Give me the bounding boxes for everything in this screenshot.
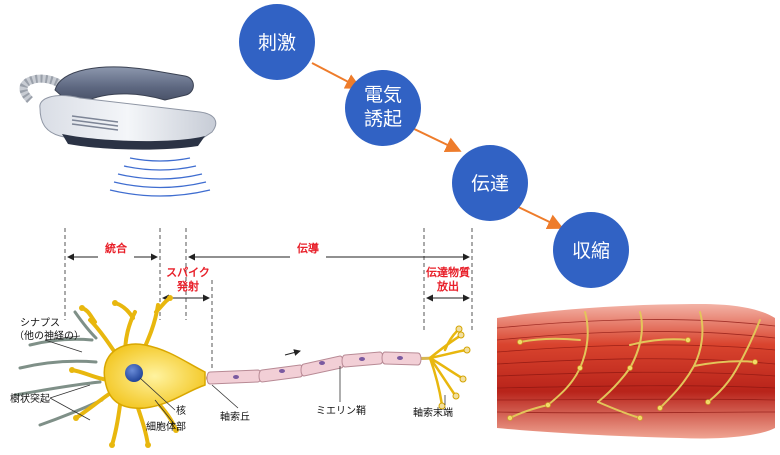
soma	[103, 343, 206, 409]
flow-circle-electric	[345, 70, 421, 146]
neuron-labels: シナプス （他の神経の） 樹状突起 核 細胞体部 軸索丘 ミエリン鞘 軸索末端	[10, 317, 453, 433]
flow-arrow-1	[311, 62, 362, 89]
transmitter-label-line1: 伝達物質	[426, 265, 470, 279]
bracket-integration: 統合	[105, 241, 128, 255]
bracket-conduction: 伝導	[297, 241, 319, 255]
flow-label-transmission: 伝達	[471, 173, 509, 195]
transmitter-label-line2: 放出	[436, 279, 459, 293]
label-synapse-line1: シナプス	[20, 317, 60, 329]
label-nucleus: 核	[176, 404, 186, 417]
flow-circle-transmission	[452, 145, 528, 221]
label-axon-terminal: 軸索末端	[413, 406, 453, 419]
flow-label-electric-line1: 電気	[364, 84, 402, 106]
flow-diagram: 刺激 電気 誘起 伝達 収縮	[239, 4, 629, 288]
label-axon-hillock: 軸索丘	[220, 410, 250, 423]
label-dendrite: 樹状突起	[10, 392, 50, 405]
neuron-brackets: 統合 伝導 スパイク 発射 伝達物質 放出	[64, 228, 473, 370]
spike-label-line2: 発射	[176, 279, 199, 293]
label-soma: 細胞体部	[146, 420, 186, 433]
label-synapse-line2: （他の神経の）	[14, 329, 84, 342]
nucleus	[125, 364, 143, 382]
muscle-fiber	[496, 304, 776, 439]
flow-arrow-2	[407, 125, 462, 153]
flow-circle-stimulus	[239, 4, 315, 80]
stimulator-device	[19, 66, 217, 197]
flow-arrow-3	[511, 203, 564, 230]
flow-label-electric-line2: 誘起	[364, 108, 402, 130]
neuron-illustration	[13, 295, 471, 448]
flow-circle-contraction	[553, 212, 629, 288]
flow-label-contraction: 収縮	[572, 240, 610, 262]
flow-label-stimulus: 刺激	[258, 32, 296, 54]
label-myelin: ミエリン鞘	[316, 404, 366, 417]
spike-label-line1: スパイク	[166, 266, 210, 279]
